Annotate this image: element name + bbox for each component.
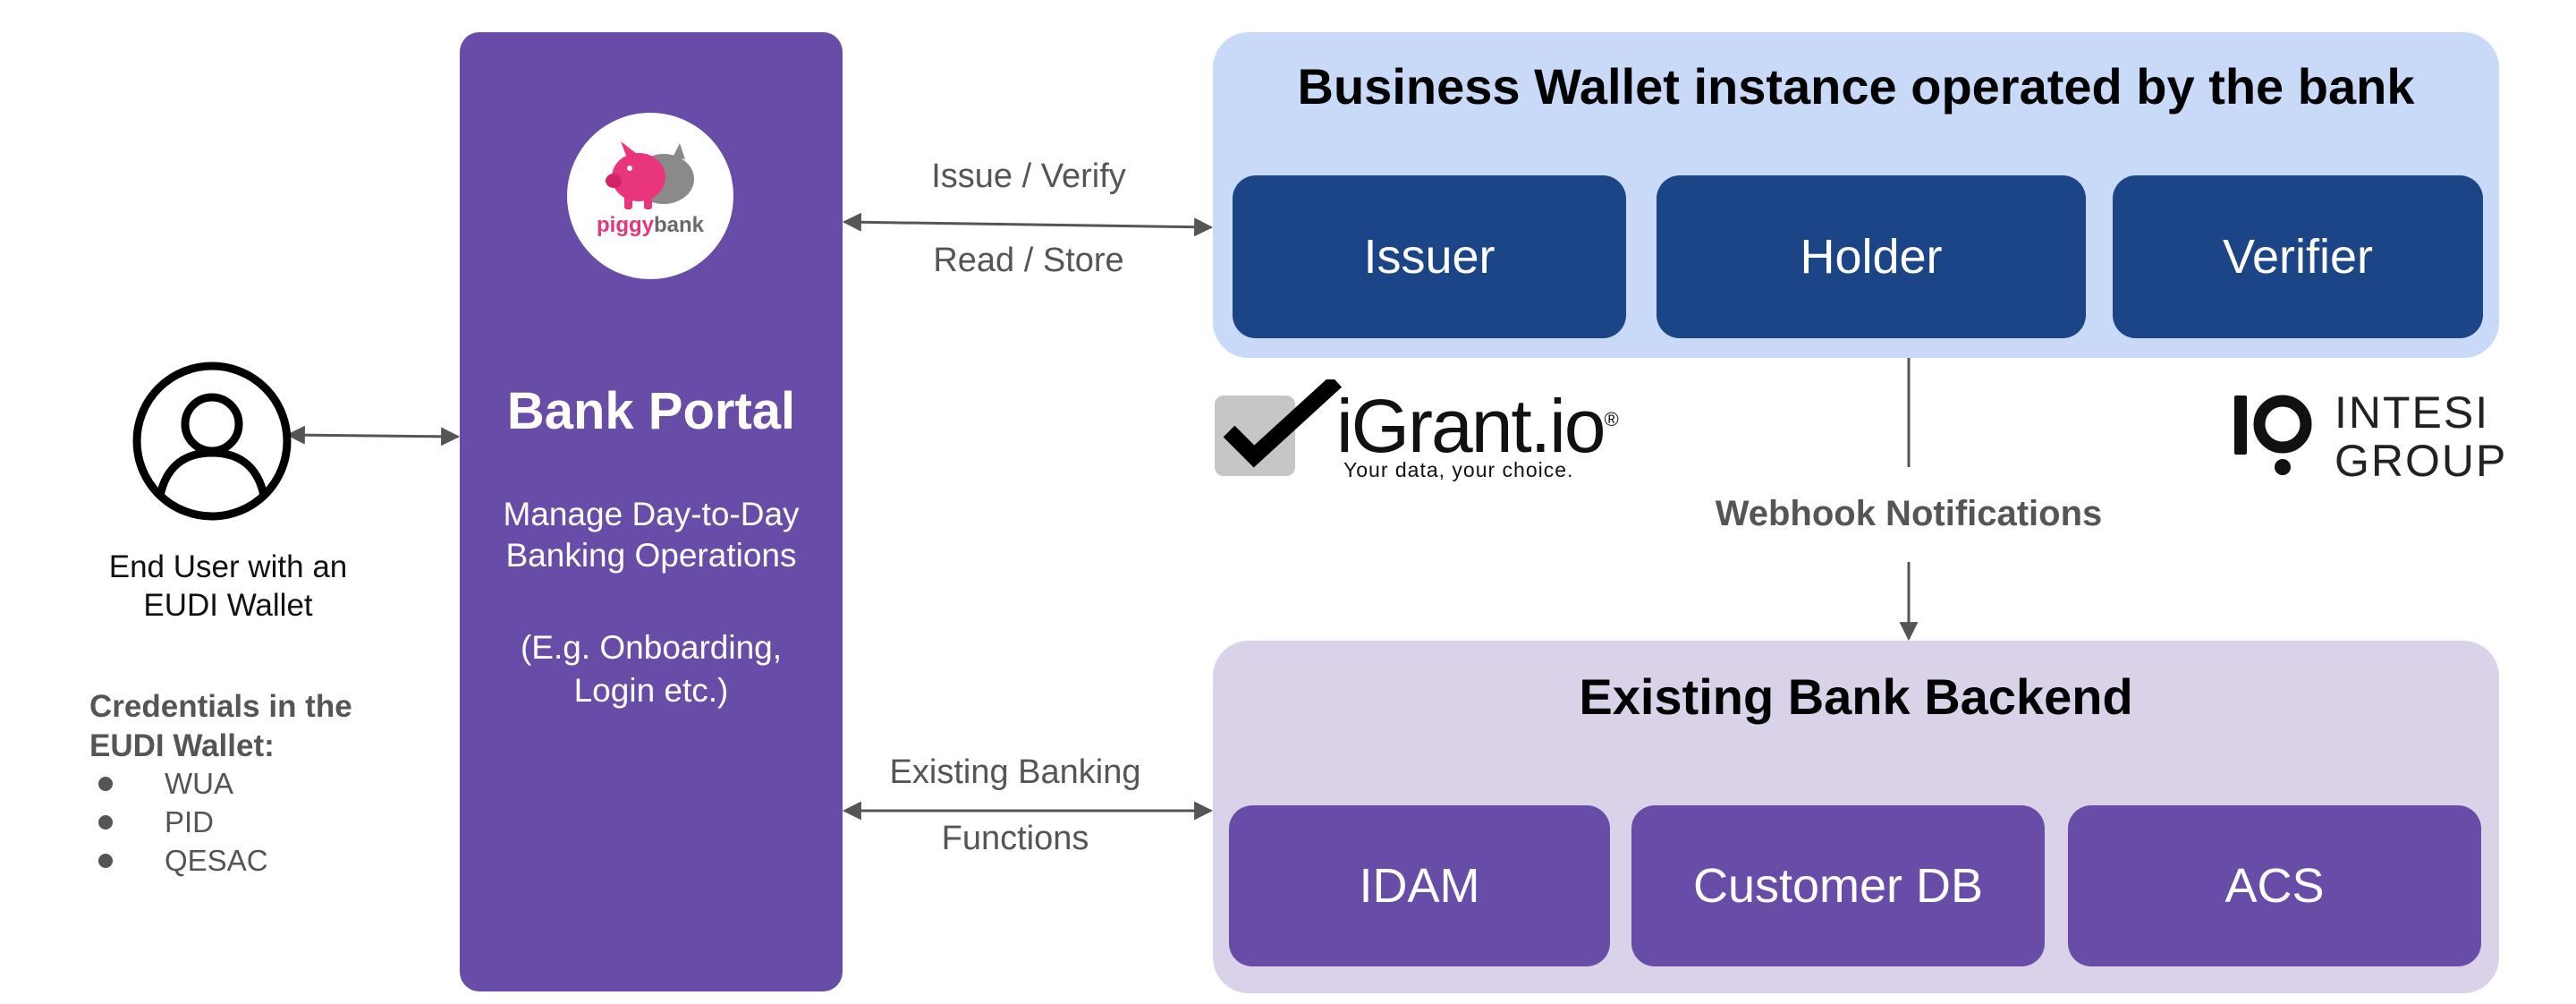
functions-label: Functions [941,820,1089,857]
credential-label: QESAC [165,843,268,877]
bank-backend-title: Existing Bank Backend [1579,668,2133,725]
igrant-logo-text: iGrant.io® [1336,383,1619,470]
credentials-list: WUA PID QESAC [93,764,268,880]
issuer-box: Issuer [1233,175,1626,338]
end-user-label: End User with an EUDI Wallet [54,548,402,625]
customer-db-box: Customer DB [1631,805,2045,966]
igrant-registered: ® [1604,408,1618,430]
logo-text-piggy: piggy [596,213,654,237]
piggybank-logo-text: piggybank [567,213,733,238]
igrant-tagline: Your data, your choice. [1343,458,1574,481]
bullet-icon [98,776,113,791]
acs-box: ACS [2068,805,2481,966]
logo-text-bank: bank [653,213,704,237]
credential-label: WUA [165,766,233,800]
intesi-logo-mark [2234,395,2312,475]
credential-label: PID [165,804,215,838]
bank-portal-example-line1: (E.g. Onboarding, [520,629,783,666]
intesi-line1: INTESI [2334,387,2490,438]
bank-portal-desc-line1: Manage Day-to-Day [503,496,800,532]
credential-item: WUA [93,764,268,803]
issue-verify-label: Issue / Verify [931,157,1126,195]
webhook-notifications-label: Webhook Notifications [1667,494,2150,534]
intesi-line2: GROUP [2334,436,2508,486]
business-wallet-title: Business Wallet instance operated by the… [1297,58,2415,115]
end-user-label-line1: End User with an [108,549,348,584]
credentials-title-line2: EUDI Wallet: [89,728,275,763]
existing-banking-label: Existing Banking [889,753,1141,791]
verifier-box: Verifier [2113,175,2483,338]
intesi-logo-text: INTESI GROUP [2334,388,2507,485]
bank-portal-example-line2: Login etc.) [573,672,729,709]
igrant-name: iGrant.io [1336,384,1606,468]
read-store-label: Read / Store [933,242,1124,279]
bank-portal-description: Manage Day-to-Day Banking Operations [460,494,843,576]
user-icon [132,362,292,521]
portal-wallet-arrow [842,212,1214,237]
holder-box: Holder [1657,175,2086,338]
credentials-title: Credentials in the EUDI Wallet: [89,687,352,766]
credential-item: PID [93,803,268,841]
piggy-icon [606,141,694,209]
credentials-title-line1: Credentials in the [89,689,352,724]
user-portal-arrow [285,425,461,447]
idam-box: IDAM [1229,805,1610,966]
bank-portal-desc-line2: Banking Operations [505,537,797,574]
bullet-icon [98,814,113,830]
igrant-checkmark-icon [1215,379,1343,476]
bank-portal-example: (E.g. Onboarding, Login etc.) [460,626,843,712]
bullet-icon [98,853,113,868]
end-user-label-line2: EUDI Wallet [143,588,313,623]
bank-portal-title: Bank Portal [506,382,796,440]
credential-item: QESAC [93,841,268,880]
